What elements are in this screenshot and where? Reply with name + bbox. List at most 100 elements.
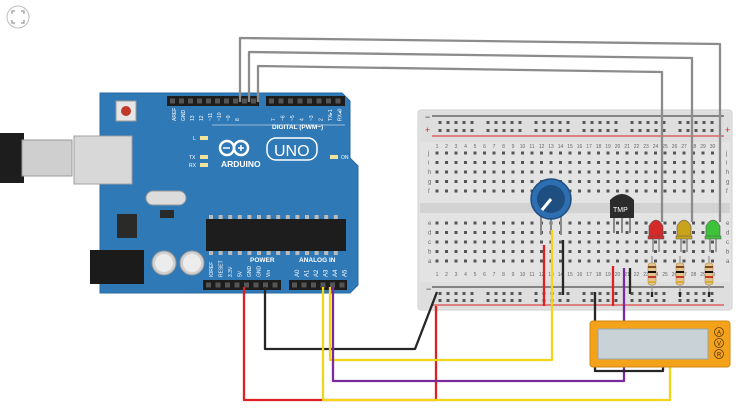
- column-number: 1: [436, 144, 439, 150]
- rx-led-label: RX: [189, 163, 197, 169]
- column-number: 22: [634, 272, 640, 278]
- uno-model-label: UNO: [274, 143, 310, 160]
- analog-in-label: ANALOG IN: [299, 257, 336, 264]
- digital-pin-label: 13: [190, 115, 196, 121]
- power-header[interactable]: [203, 280, 281, 290]
- wire[interactable]: [263, 287, 439, 351]
- wire[interactable]: [242, 287, 438, 402]
- column-number: 26: [672, 272, 678, 278]
- row-letter: c: [726, 240, 729, 246]
- column-number: 20: [615, 144, 621, 150]
- digital-label: DIGITAL (PWM~): [272, 124, 323, 131]
- column-number: 23: [643, 144, 649, 150]
- wires[interactable]: [238, 36, 722, 402]
- multimeter-mode-v[interactable]: V: [714, 338, 724, 348]
- potentiometer[interactable]: [530, 178, 572, 235]
- row-letter: i: [726, 161, 727, 167]
- wire[interactable]: [321, 287, 672, 402]
- row-letter: e: [428, 221, 432, 227]
- digital-pin-label: 8: [235, 118, 241, 121]
- digital-header-left[interactable]: [167, 96, 259, 106]
- resistor[interactable]: [647, 256, 657, 294]
- analog-pin-label: A5: [343, 269, 349, 277]
- arduino-logo-icon: [218, 139, 250, 157]
- multimeter-mode-r[interactable]: R: [714, 349, 724, 359]
- digital-pin-label: GND: [181, 110, 187, 122]
- led[interactable]: [704, 219, 722, 252]
- digital-pin-label: ~9: [226, 115, 232, 121]
- column-number: 10: [520, 272, 526, 278]
- rail-plus-label: +: [425, 125, 430, 135]
- multimeter-mode-label: V: [717, 342, 721, 348]
- analog-pin-label: A4: [333, 269, 339, 277]
- column-number: 23: [643, 272, 649, 278]
- column-number: 3: [455, 144, 458, 150]
- column-number: 12: [539, 144, 545, 150]
- digital-pin-label: TX▸1: [328, 109, 334, 121]
- row-letter: i: [428, 161, 429, 167]
- column-number: 21: [624, 272, 630, 278]
- fit-view-button[interactable]: [6, 5, 30, 29]
- resistors[interactable]: [647, 256, 714, 294]
- on-led-label: ON: [341, 155, 349, 161]
- rail-minus-label-bottom: −: [426, 284, 431, 294]
- column-number: 25: [662, 272, 668, 278]
- row-letter: j: [427, 151, 429, 157]
- digital-pin-label: AREF: [172, 108, 178, 121]
- multimeter[interactable]: AVR: [589, 320, 731, 368]
- fit-view-icon: [11, 10, 25, 24]
- column-number: 30: [710, 144, 716, 150]
- power-pin-label: GND: [247, 266, 253, 278]
- usb-plug: [21, 139, 73, 177]
- row-letter: b: [428, 250, 432, 256]
- digital-header-right[interactable]: [266, 96, 345, 106]
- multimeter-modes[interactable]: AVR: [714, 327, 724, 359]
- power-pin-label: 5V: [238, 270, 244, 277]
- column-number: 10: [520, 144, 526, 150]
- wire[interactable]: [247, 50, 694, 222]
- resistor[interactable]: [675, 256, 685, 294]
- tx-led-label: TX: [189, 155, 196, 161]
- analog-header[interactable]: [289, 280, 347, 290]
- wire[interactable]: [238, 36, 722, 222]
- usb-cable: [0, 133, 24, 183]
- wire[interactable]: [328, 230, 554, 362]
- row-letter: g: [726, 180, 729, 186]
- crystal: [145, 190, 187, 206]
- column-number: 19: [605, 144, 611, 150]
- column-number: 2: [445, 272, 448, 278]
- temperature-sensor[interactable]: TMP: [610, 194, 634, 233]
- column-number: 15: [567, 272, 573, 278]
- column-number: 11: [529, 272, 534, 278]
- column-number: 3: [455, 272, 458, 278]
- led[interactable]: [675, 219, 693, 252]
- column-number: 28: [691, 144, 697, 150]
- breadboard-holes: [435, 121, 714, 302]
- analog-pin-label: A2: [314, 269, 320, 277]
- digital-pin-label: ~11: [208, 113, 214, 121]
- resistor[interactable]: [704, 256, 714, 294]
- power-pin-label: IOREF: [209, 262, 215, 277]
- power-pin-label: RESET: [219, 260, 225, 277]
- analog-pin-label: A0: [295, 269, 301, 277]
- column-number: 4: [464, 144, 467, 150]
- wire[interactable]: [256, 64, 664, 222]
- led[interactable]: [647, 219, 665, 252]
- digital-pin-label: ~10: [217, 112, 223, 121]
- column-number: 29: [700, 144, 706, 150]
- column-number: 17: [586, 144, 592, 150]
- row-letter: h: [428, 170, 431, 176]
- l-led-label: L: [193, 136, 196, 142]
- column-number: 8: [502, 144, 505, 150]
- digital-pin-label: RX◂0: [338, 109, 344, 121]
- multimeter-mode-a[interactable]: A: [714, 327, 724, 337]
- row-letter: h: [726, 170, 729, 176]
- leds[interactable]: [647, 219, 722, 252]
- column-number: 15: [567, 144, 573, 150]
- digital-pin-label: 2: [319, 118, 325, 121]
